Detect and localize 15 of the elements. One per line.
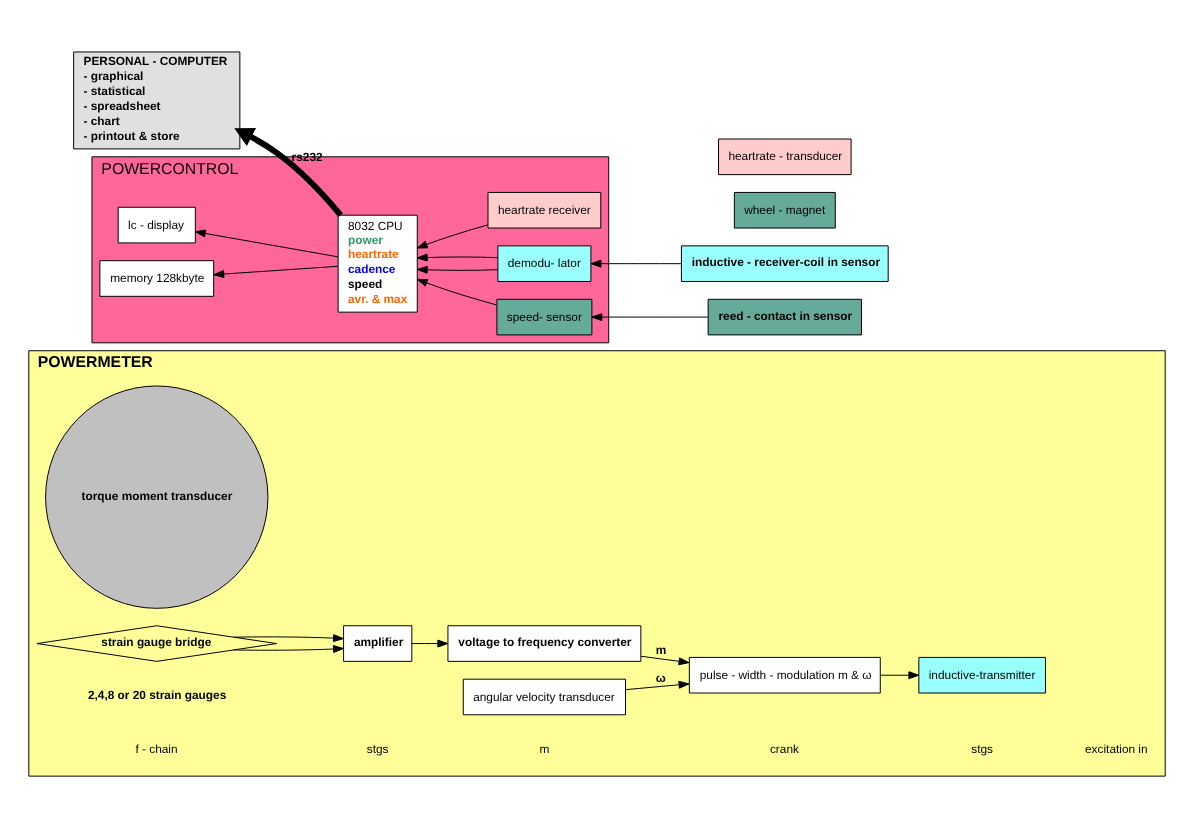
arrow [416, 264, 499, 273]
arrow [416, 223, 489, 248]
arrow [233, 633, 344, 642]
arrow [213, 264, 339, 277]
arrow [416, 277, 498, 305]
arrow [194, 228, 339, 257]
arrow [590, 258, 682, 267]
arrow [879, 670, 920, 679]
arrow [234, 127, 343, 217]
arrow [640, 654, 690, 665]
arrow [625, 679, 690, 690]
arrow [411, 638, 449, 647]
arrow [233, 644, 344, 652]
arrow [591, 312, 709, 321]
arrow [416, 252, 499, 261]
